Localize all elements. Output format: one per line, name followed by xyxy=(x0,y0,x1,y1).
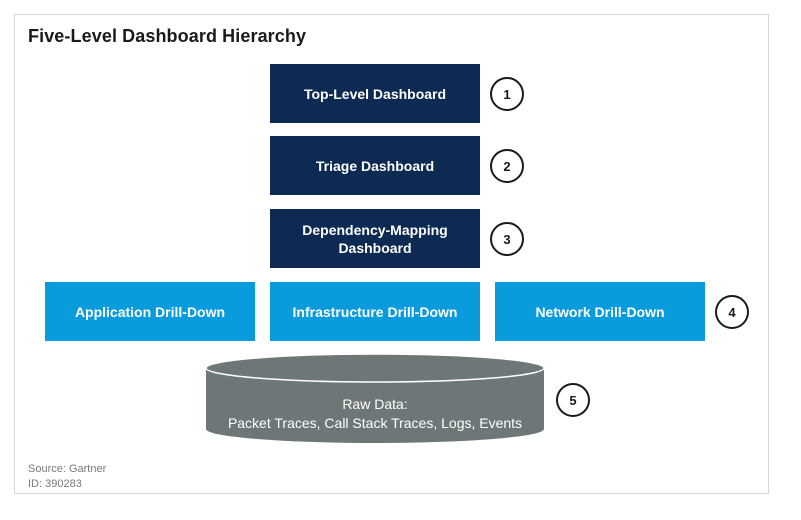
source-note: Source: Gartner ID: 390283 xyxy=(28,462,106,492)
cylinder-body xyxy=(206,368,544,443)
infrastructure-drill-down-box: Infrastructure Drill-Down xyxy=(270,282,480,341)
raw-data-text: Raw Data: Packet Traces, Call Stack Trac… xyxy=(205,395,545,433)
level-4-badge: 4 xyxy=(715,295,749,329)
triage-dashboard-label: Triage Dashboard xyxy=(315,157,435,174)
triage-dashboard-box: Triage Dashboard xyxy=(270,136,480,195)
level-1-badge: 1 xyxy=(490,77,524,111)
infrastructure-drill-down-label: Infrastructure Drill-Down xyxy=(292,303,458,320)
cylinder-top xyxy=(205,353,545,383)
top-level-dashboard-label: Top-Level Dashboard xyxy=(303,85,447,102)
source-line: Source: Gartner xyxy=(28,463,107,475)
network-drill-down-box: Network Drill-Down xyxy=(495,282,705,341)
source-id: ID: 390283 xyxy=(28,478,82,490)
application-drill-down-label: Application Drill-Down xyxy=(74,303,226,320)
application-drill-down-box: Application Drill-Down xyxy=(45,282,255,341)
top-level-dashboard-box: Top-Level Dashboard xyxy=(270,64,480,123)
level-5-badge: 5 xyxy=(556,383,590,417)
dependency-mapping-dashboard-label: Dependency-Mapping Dashboard xyxy=(302,221,448,256)
raw-data-sources: Packet Traces, Call Stack Traces, Logs, … xyxy=(227,415,523,431)
diagram-title: Five-Level Dashboard Hierarchy xyxy=(28,26,307,46)
level-3-badge: 3 xyxy=(490,222,524,256)
level-2-badge: 2 xyxy=(490,149,524,183)
network-drill-down-label: Network Drill-Down xyxy=(535,303,665,320)
raw-data-title: Raw Data: xyxy=(342,396,408,412)
dependency-mapping-dashboard-box: Dependency-Mapping Dashboard xyxy=(270,209,480,268)
raw-data-cylinder xyxy=(205,353,545,443)
